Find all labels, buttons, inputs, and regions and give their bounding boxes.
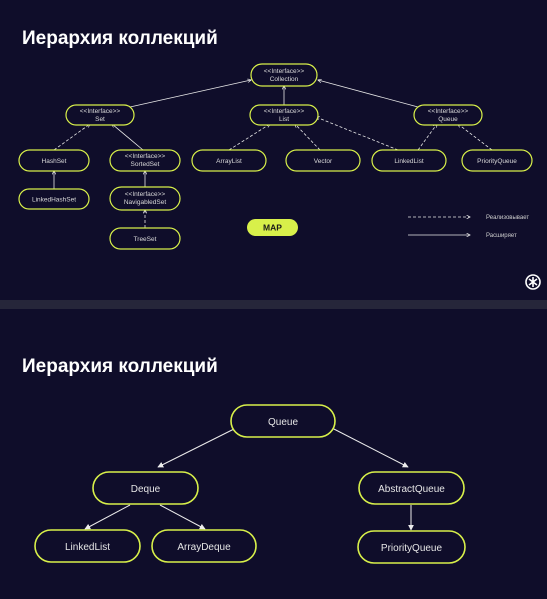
slide-title: Иерархия коллекций	[22, 356, 218, 377]
edge-vector-list	[295, 124, 321, 151]
node-label: SortedSet	[131, 161, 160, 168]
edge-deque-arraydeque	[159, 504, 206, 530]
slide-collection-hierarchy: Иерархия коллекций <<Interfac	[18, 28, 541, 290]
legend-extends-label: Расширяет	[486, 233, 517, 239]
edge-hashset-set	[53, 124, 90, 151]
legend: Реализовывает Расширяет	[408, 215, 529, 239]
diagram-edges	[53, 80, 493, 228]
node-label: NavigabledSet	[124, 199, 166, 206]
edge-arraylist-list	[228, 124, 270, 151]
node-label: HashSet	[42, 158, 67, 165]
node-queue[interactable]: <<Interface>> Queue	[413, 104, 483, 126]
node-linkedlist[interactable]: LinkedList	[371, 149, 447, 172]
node-navigableset[interactable]: <<Interface>> NavigabledSet	[109, 186, 181, 211]
node-label: LinkedList	[394, 158, 423, 165]
node-tag: <<Interface>>	[80, 108, 121, 115]
map-button[interactable]: MAP	[247, 219, 298, 236]
edge-queue-collection	[318, 80, 419, 108]
slide-separator	[0, 300, 547, 309]
node-queue[interactable]: Queue	[230, 404, 336, 438]
node-label: ArrayList	[216, 158, 242, 165]
node-abstractqueue[interactable]: AbstractQueue	[358, 471, 465, 505]
node-priorityqueue[interactable]: PriorityQueue	[357, 530, 466, 564]
node-arraylist[interactable]: ArrayList	[191, 149, 267, 172]
edge-linkedlist-queue	[417, 124, 437, 151]
node-tag: <<Interface>>	[125, 153, 166, 160]
node-label: Queue	[438, 116, 458, 123]
node-collection[interactable]: <<Interface>> Collection	[250, 63, 318, 87]
node-label: Queue	[268, 417, 298, 428]
collection-hierarchy-diagram: <<Interface>> Collection <<Interface>> S…	[18, 63, 541, 290]
queue-hierarchy-diagram: Queue Deque AbstractQueue LinkedList Arr…	[34, 404, 466, 564]
node-set[interactable]: <<Interface>> Set	[65, 104, 135, 126]
slide-queue-hierarchy: Иерархия коллекций Queue Deque AbstractQ…	[0, 309, 547, 599]
edge-deque-linkedlist	[84, 504, 131, 530]
node-linkedlist[interactable]: LinkedList	[34, 529, 141, 563]
node-label: List	[279, 116, 289, 123]
diagram-edges	[84, 426, 414, 531]
node-label: AbstractQueue	[378, 484, 445, 495]
node-priorityqueue[interactable]: PriorityQueue	[461, 149, 533, 172]
edge-queue-abstractqueue	[329, 426, 409, 468]
node-arraydeque[interactable]: ArrayDeque	[151, 529, 257, 563]
legend-implements-label: Реализовывает	[486, 215, 529, 221]
edge-queue-deque	[157, 426, 239, 468]
node-sortedset[interactable]: <<Interface>> SortedSet	[109, 149, 181, 172]
node-label: ArrayDeque	[177, 542, 231, 553]
node-tag: <<Interface>>	[264, 68, 305, 75]
node-hashset[interactable]: HashSet	[18, 149, 90, 172]
edge-sortedset-set	[112, 124, 144, 151]
slide-title: Иерархия коллекций	[22, 28, 218, 49]
node-label: PriorityQueue	[381, 543, 443, 554]
node-label: Deque	[131, 484, 161, 495]
node-linkedhashset[interactable]: LinkedHashSet	[18, 188, 90, 210]
node-deque[interactable]: Deque	[92, 471, 199, 505]
node-vector[interactable]: Vector	[285, 149, 361, 172]
node-label: LinkedList	[65, 542, 110, 553]
edge-priorityqueue-queue	[458, 124, 493, 151]
node-label: Collection	[270, 76, 299, 83]
node-treeset[interactable]: TreeSet	[109, 227, 181, 250]
node-label: PriorityQueue	[477, 158, 517, 165]
node-label: Vector	[314, 158, 333, 165]
node-label: LinkedHashSet	[32, 197, 76, 204]
node-list[interactable]: <<Interface>> List	[249, 104, 319, 126]
node-tag: <<Interface>>	[264, 108, 305, 115]
edge-set-collection	[129, 80, 251, 108]
brand-logo-icon	[525, 274, 541, 290]
node-tag: <<Interface>>	[125, 191, 166, 198]
node-label: TreeSet	[134, 236, 157, 243]
map-label: MAP	[263, 223, 282, 233]
node-label: Set	[95, 116, 105, 123]
node-tag: <<Interface>>	[428, 108, 469, 115]
edge-linkedlist-list	[316, 117, 399, 151]
